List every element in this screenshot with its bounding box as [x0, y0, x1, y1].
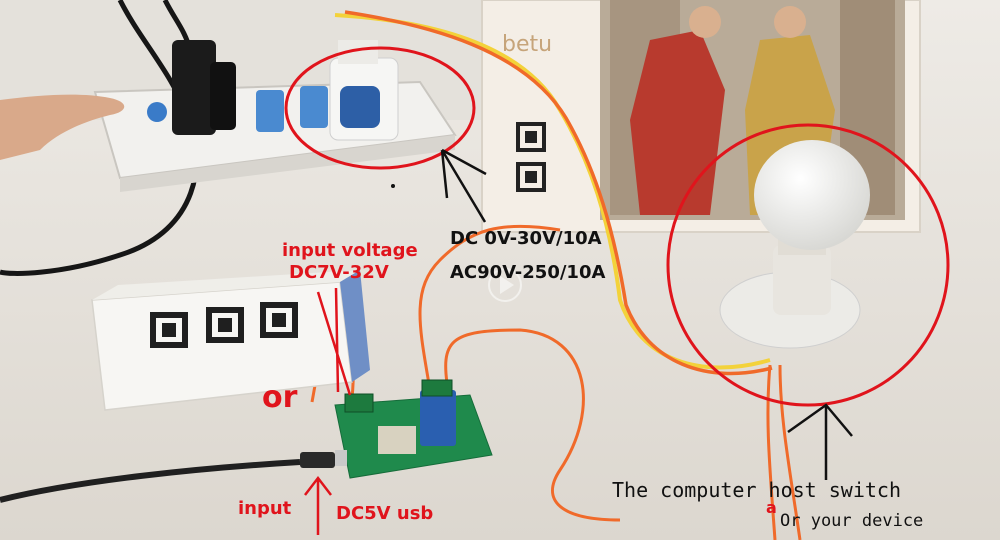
device-arrow [787, 403, 853, 480]
rating-arrow [440, 148, 487, 223]
black-plug [172, 40, 236, 135]
strip-power-button [147, 102, 167, 122]
usb-arrow [304, 475, 332, 535]
or-device-label: Or your device [780, 511, 924, 531]
device-highlight-circle [666, 123, 950, 407]
person-red-coat [630, 30, 725, 215]
or-label: or [262, 380, 298, 415]
ac-rating-label: AC90V-250/10A [450, 262, 606, 283]
usb-plug [300, 452, 335, 468]
orange-wire-top [344, 10, 773, 376]
host-switch-label: The computer host switch [612, 478, 901, 502]
dc-rating-label: DC 0V-30V/10A [450, 228, 602, 249]
input-voltage-label: input voltage [282, 240, 418, 261]
relay-board [334, 379, 493, 479]
input-label: input [238, 498, 292, 519]
relay-module [420, 390, 456, 446]
white-plug-adapter [329, 40, 399, 141]
brand-logo-text: betu [502, 32, 553, 57]
wifi-module [378, 426, 416, 454]
usb-cable [0, 459, 301, 503]
input-terminal-block [344, 393, 374, 413]
light-bulb [719, 140, 870, 349]
stray-a-label: a [766, 498, 777, 517]
orange-wire-board [418, 224, 561, 391]
box-qr-codes [516, 122, 546, 192]
output-terminal-block [421, 379, 453, 397]
outlet-highlight-circle [284, 46, 476, 170]
product-box-qr-codes [150, 302, 298, 348]
orange-wire-loop [444, 328, 621, 522]
play-icon [488, 268, 522, 302]
pointing-hand [0, 94, 125, 160]
voltage-arrow [316, 287, 352, 396]
dc5v-usb-label: DC5V usb [336, 503, 434, 524]
orange-wire-lamp [766, 364, 777, 540]
input-voltage-range-label: DC7V-32V [289, 262, 389, 283]
product-box [91, 270, 370, 411]
black-power-cable [0, 0, 200, 276]
